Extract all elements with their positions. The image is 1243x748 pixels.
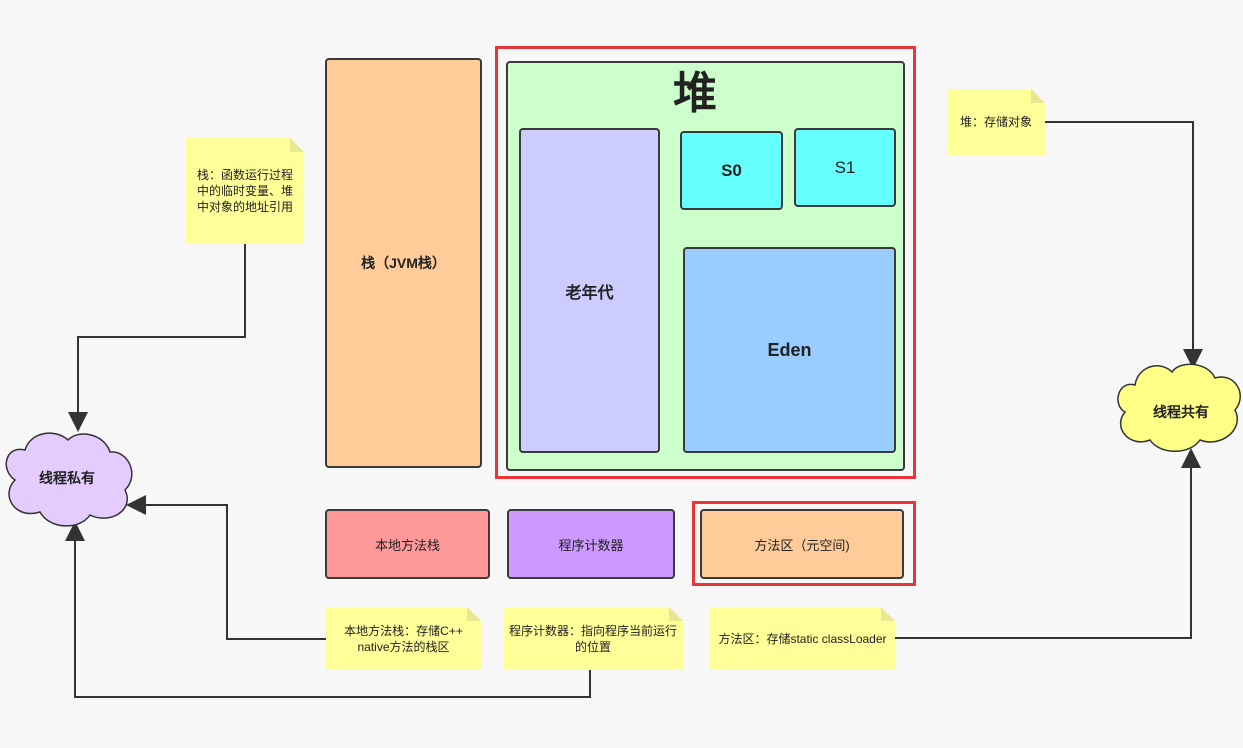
- heap-title: 堆: [673, 69, 717, 118]
- method-area-box: 方法区（元空间): [700, 509, 904, 579]
- native-method-stack-box: 本地方法栈: [325, 509, 490, 579]
- survivor-s0-label: S0: [721, 160, 742, 180]
- method-area-note: 方法区：存储static classLoader: [710, 607, 895, 670]
- eden-label: Eden: [767, 339, 812, 360]
- native-stack-note: 本地方法栈：存储C++ native方法的栈区: [326, 607, 481, 670]
- heap-note: 堆：存储对象: [947, 89, 1045, 155]
- method-note-connector: [895, 448, 1201, 639]
- heap-note-text: 堆：存储对象: [959, 115, 1032, 129]
- native-note-connector: [126, 495, 327, 640]
- stack-note-text: 栈：函数运行过程中的临时变量、堆中对象的地址引用: [196, 168, 293, 214]
- method-area-highlight-frame: [692, 501, 916, 586]
- old-generation-box: 老年代: [519, 128, 660, 453]
- pc-note: 程序计数器：指向程序当前运行的位置: [503, 607, 683, 670]
- stack-note-connector: [68, 243, 246, 432]
- jvm-stack-box: 栈（JVM栈）: [325, 58, 482, 468]
- method-area-label: 方法区（元空间): [754, 537, 850, 553]
- thread-shared-label: 线程共有: [1153, 404, 1209, 420]
- native-stack-note-text: 本地方法栈：存储C++ native方法的栈区: [344, 623, 463, 654]
- program-counter-box: 程序计数器: [507, 509, 675, 579]
- thread-shared-cloud: [1117, 363, 1241, 452]
- heap-note-connector: [1044, 121, 1203, 369]
- jvm-stack-label: 栈（JVM栈）: [361, 255, 446, 271]
- native-method-stack-label: 本地方法栈: [374, 537, 440, 553]
- survivor-s1-label: S1: [834, 157, 856, 177]
- program-counter-label: 程序计数器: [558, 537, 624, 553]
- thread-private-label: 线程私有: [39, 470, 95, 486]
- pc-note-text: 程序计数器：指向程序当前运行的位置: [509, 623, 678, 654]
- thread-private-cloud: [5, 432, 133, 527]
- survivor-s1-box: S1: [794, 128, 896, 207]
- eden-box: Eden: [683, 247, 896, 453]
- stack-note: 栈：函数运行过程中的临时变量、堆中对象的地址引用: [186, 138, 304, 244]
- pc-note-connector: [65, 521, 591, 698]
- old-generation-label: 老年代: [565, 284, 614, 302]
- method-area-note-text: 方法区：存储static classLoader: [718, 631, 887, 646]
- survivor-s0-box: S0: [680, 131, 783, 210]
- heap-highlight-frame: [495, 46, 916, 479]
